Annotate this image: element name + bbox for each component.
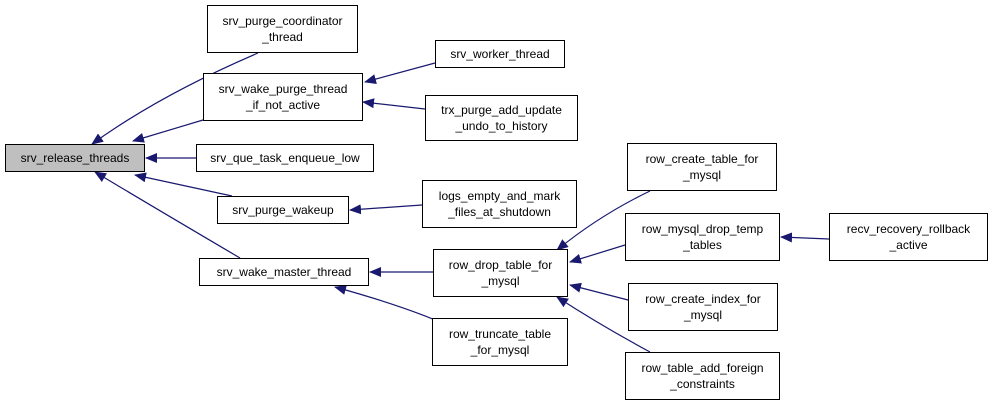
edge-wm-to-root [94,171,241,259]
node-row-truncate-table-for-mysql[interactable]: row_truncate_table _for_mysql [432,318,568,366]
node-recv-recovery-rollback-active[interactable]: recv_recovery_rollback _active [829,213,988,261]
edge-rc-to-rd [556,190,651,251]
node-srv-wake-master-thread[interactable]: srv_wake_master_thread [199,258,369,286]
node-label: srv_worker_thread [450,47,550,61]
node-srv-wake-purge-thread-if-not-active[interactable]: srv_wake_purge_thread _if_not_active [203,73,363,121]
edge-le-to-pw [349,204,423,215]
node-srv-worker-thread[interactable]: srv_worker_thread [435,40,565,68]
edge-ri-to-rd [569,282,629,301]
edge-ra-to-rd [556,296,651,353]
node-row-create-table-for-mysql[interactable]: row_create_table_for _mysql [627,143,777,191]
node-label: recv_recovery_rollback _active [846,222,971,252]
edge-tp-to-wp [362,98,426,110]
node-label: srv_que_task_enqueue_low [210,151,360,165]
node-srv-purge-coordinator-thread[interactable]: srv_purge_coordinator _thread [207,5,358,53]
node-srv-purge-wakeup[interactable]: srv_purge_wakeup [217,196,349,224]
node-label: trx_purge_add_update _undo_to_history [441,103,562,133]
edge-rm-to-rd [569,244,626,264]
node-logs-empty-and-mark-files-at-shutdown[interactable]: logs_empty_and_mark _files_at_shutdown [422,180,577,228]
node-label: row_truncate_table _for_mysql [448,327,552,357]
edge-pw-to-root [134,172,233,197]
node-label: srv_wake_purge_thread _if_not_active [218,82,348,112]
node-label: srv_purge_wakeup [232,203,334,217]
edge-pc-to-root [91,52,259,145]
node-row-mysql-drop-temp-tables[interactable]: row_mysql_drop_temp _tables [625,213,780,261]
node-row-drop-table-for-mysql[interactable]: row_drop_table_for _mysql [433,249,568,297]
node-label: srv_wake_master_thread [216,265,352,279]
edge-wp-to-root [132,119,204,143]
node-label: row_drop_table_for _mysql [448,258,553,288]
node-label: row_create_index_for _mysql [645,292,761,322]
edge-rr-to-rm [780,232,830,243]
node-label: srv_purge_coordinator _thread [222,14,343,44]
node-row-create-index-for-mysql[interactable]: row_create_index_for _mysql [628,283,778,331]
node-srv-que-task-enqueue-low[interactable]: srv_que_task_enqueue_low [196,144,374,172]
node-label: row_table_add_foreign _constraints [641,361,764,391]
node-label: row_mysql_drop_temp _tables [641,222,764,252]
edge-wt-to-wp [364,62,436,84]
node-label: srv_release_threads [20,151,130,165]
edge-rt-to-wm [334,285,441,323]
node-label: row_create_table_for _mysql [645,152,759,182]
node-label: logs_empty_and_mark _files_at_shutdown [438,189,561,219]
node-row-table-add-foreign-constraints[interactable]: row_table_add_foreign _constraints [625,352,780,400]
node-srv-release-threads: srv_release_threads [5,144,145,172]
node-trx-purge-add-update-undo-to-history[interactable]: trx_purge_add_update _undo_to_history [425,95,578,141]
